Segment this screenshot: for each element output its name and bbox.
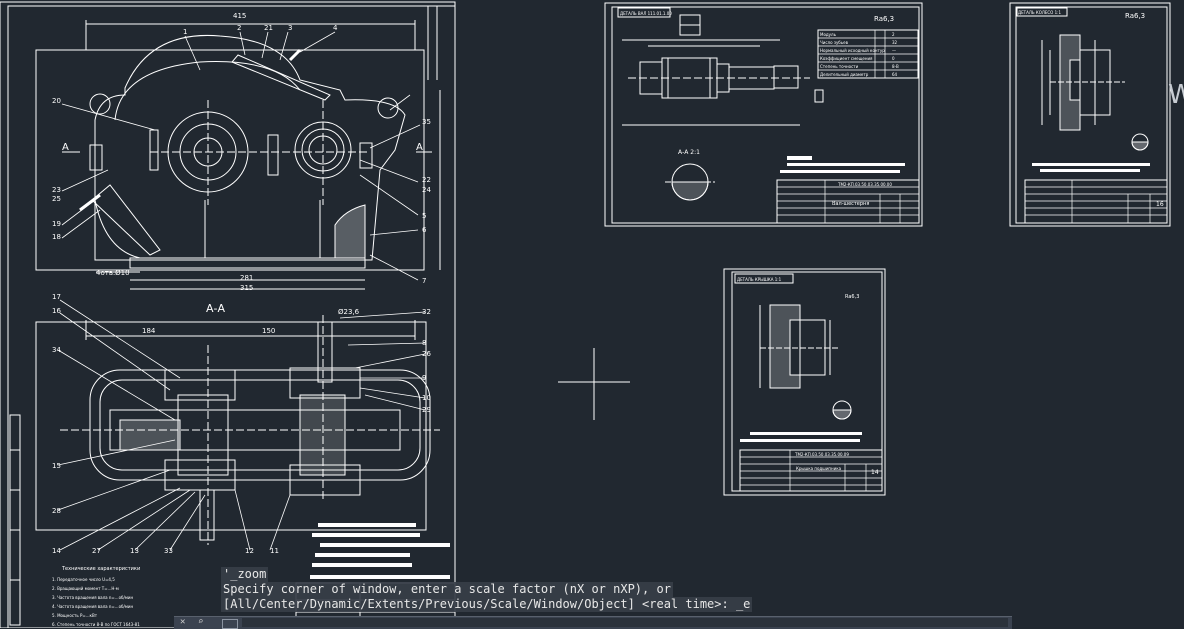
svg-text:415: 415	[233, 12, 246, 20]
svg-text:22: 22	[422, 176, 431, 184]
svg-text:24: 24	[422, 186, 431, 194]
svg-text:2. Вращающий момент T=...Н·м: 2. Вращающий момент T=...Н·м	[52, 586, 119, 591]
svg-text:А-А: А-А	[206, 302, 225, 315]
svg-text:14: 14	[52, 547, 61, 555]
svg-text:11: 11	[270, 547, 279, 555]
svg-text:16: 16	[1156, 201, 1164, 208]
svg-text:Ra6,3: Ra6,3	[874, 15, 894, 23]
svg-text:13: 13	[130, 547, 139, 555]
svg-text:20: 20	[52, 97, 61, 105]
svg-text:35: 35	[422, 118, 431, 126]
svg-text:5: 5	[422, 212, 426, 220]
wheel-labels: ДЕТАЛЬ КОЛЕСО 1:1 Ra6,3 16	[1018, 10, 1164, 208]
command-prompt-line: [All/Center/Dynamic/Extents/Previous/Sca…	[221, 597, 753, 612]
shaft-sheet	[604, 2, 923, 227]
command-input[interactable]	[242, 618, 1008, 627]
command-bar[interactable]: ✕ ⌕	[174, 616, 1012, 629]
command-history-line: Specify corner of window, enter a scale …	[221, 582, 673, 597]
svg-text:3. Частота вращения вала n=...: 3. Частота вращения вала n=...об/мин	[52, 595, 133, 600]
svg-text:ДЕТАЛЬ ВАЛ 111.01.1.00: ДЕТАЛЬ ВАЛ 111.01.1.00	[620, 11, 672, 16]
svg-text:0: 0	[892, 56, 895, 61]
svg-text:16: 16	[52, 307, 61, 315]
svg-text:64: 64	[892, 72, 898, 77]
close-icon[interactable]: ✕	[180, 617, 186, 627]
svg-text:7: 7	[422, 277, 426, 285]
svg-text:8-В: 8-В	[892, 64, 899, 69]
command-history-line: '_zoom	[221, 567, 269, 582]
svg-text:А: А	[416, 142, 423, 153]
cover-sheet	[723, 268, 886, 496]
svg-text:—: —	[892, 48, 896, 53]
svg-text:10: 10	[422, 394, 431, 402]
svg-text:ТМ2-КП.03.50.03.35.00.09: ТМ2-КП.03.50.03.35.00.09	[794, 452, 849, 457]
svg-text:21: 21	[264, 24, 273, 32]
svg-text:26: 26	[422, 350, 431, 358]
wheel-sheet	[1009, 2, 1171, 227]
svg-text:17: 17	[52, 293, 61, 301]
cover-labels: ДЕТАЛЬ КРЫШКА 1:1 Ra6,3 ТМ2-КП.03.50.03.…	[737, 277, 879, 476]
svg-text:23: 23	[52, 186, 61, 194]
svg-text:32: 32	[892, 40, 898, 45]
svg-text:14: 14	[871, 469, 879, 476]
svg-text:3: 3	[288, 24, 292, 32]
svg-text:2: 2	[237, 24, 241, 32]
crosshair-cursor	[558, 348, 630, 420]
svg-text:281: 281	[240, 274, 253, 282]
svg-text:34: 34	[52, 346, 61, 354]
svg-text:Число зубьев: Число зубьев	[820, 40, 849, 45]
svg-text:Модуль: Модуль	[820, 32, 837, 37]
svg-text:ДЕТАЛЬ КРЫШКА 1:1: ДЕТАЛЬ КРЫШКА 1:1	[737, 277, 782, 282]
assembly-sheet	[0, 1, 456, 628]
svg-text:184: 184	[142, 327, 156, 335]
svg-text:Коэффициент смещения: Коэффициент смещения	[820, 56, 873, 61]
svg-text:4: 4	[333, 24, 338, 32]
svg-text:29: 29	[422, 406, 431, 414]
svg-text:315: 315	[240, 284, 253, 292]
svg-text:6. Степень точности 8-В по ГОС: 6. Степень точности 8-В по ГОСТ 1643-81	[52, 622, 140, 627]
svg-text:ТМ2-КП.03.50.03.35.00.00: ТМ2-КП.03.50.03.35.00.00	[837, 182, 892, 187]
svg-text:Крышка подшипника: Крышка подшипника	[796, 466, 842, 471]
svg-text:25: 25	[52, 195, 61, 203]
svg-text:28: 28	[52, 507, 61, 515]
svg-text:4отв.Ø10: 4отв.Ø10	[96, 269, 130, 277]
svg-text:Вал-шестерня: Вал-шестерня	[832, 201, 869, 207]
svg-text:8: 8	[422, 339, 426, 347]
svg-text:5. Мощность P=...кВт: 5. Мощность P=...кВт	[52, 613, 98, 618]
svg-text:1. Передаточное число U=4,5: 1. Передаточное число U=4,5	[52, 577, 115, 582]
svg-text:2: 2	[892, 32, 895, 37]
svg-text:Ra6,3: Ra6,3	[1125, 12, 1145, 20]
svg-text:27: 27	[92, 547, 101, 555]
svg-text:19: 19	[52, 220, 61, 228]
svg-text:18: 18	[52, 233, 61, 241]
svg-text:6: 6	[422, 226, 427, 234]
svg-text:33: 33	[164, 547, 173, 555]
svg-text:12: 12	[245, 547, 254, 555]
assembly-labels: 415 281 315 184 150 4отв.Ø10 Ø23,6 А-А А…	[52, 12, 431, 627]
svg-text:А: А	[62, 142, 69, 153]
svg-text:Нормальный исходный контур: Нормальный исходный контур	[820, 48, 885, 53]
svg-text:Делительный диаметр: Делительный диаметр	[820, 72, 869, 77]
shaft-labels: ДЕТАЛЬ ВАЛ 111.01.1.00 Ra6,3 А-А 2:1 Мод…	[620, 11, 899, 207]
svg-text:4. Частота вращения вала n=...: 4. Частота вращения вала n=...об/мин	[52, 604, 133, 609]
svg-text:9: 9	[422, 374, 426, 382]
svg-text:32: 32	[422, 308, 431, 316]
search-icon[interactable]: ⌕	[198, 617, 204, 627]
svg-text:А-А 2:1: А-А 2:1	[678, 149, 700, 156]
svg-text:Ø23,6: Ø23,6	[338, 308, 360, 316]
command-history: '_zoom Specify corner of window, enter a…	[221, 567, 753, 612]
svg-text:15: 15	[52, 462, 61, 470]
svg-text:1: 1	[183, 28, 187, 36]
svg-text:Ra6,3: Ra6,3	[845, 294, 859, 300]
svg-text:Степень точности: Степень точности	[820, 64, 859, 69]
svg-text:ДЕТАЛЬ КОЛЕСО 1:1: ДЕТАЛЬ КОЛЕСО 1:1	[1018, 10, 1061, 15]
viewcube-w-icon[interactable]: W	[1168, 80, 1184, 110]
svg-text:150: 150	[262, 327, 275, 335]
svg-text:Технические характеристики: Технические характеристики	[61, 566, 140, 572]
